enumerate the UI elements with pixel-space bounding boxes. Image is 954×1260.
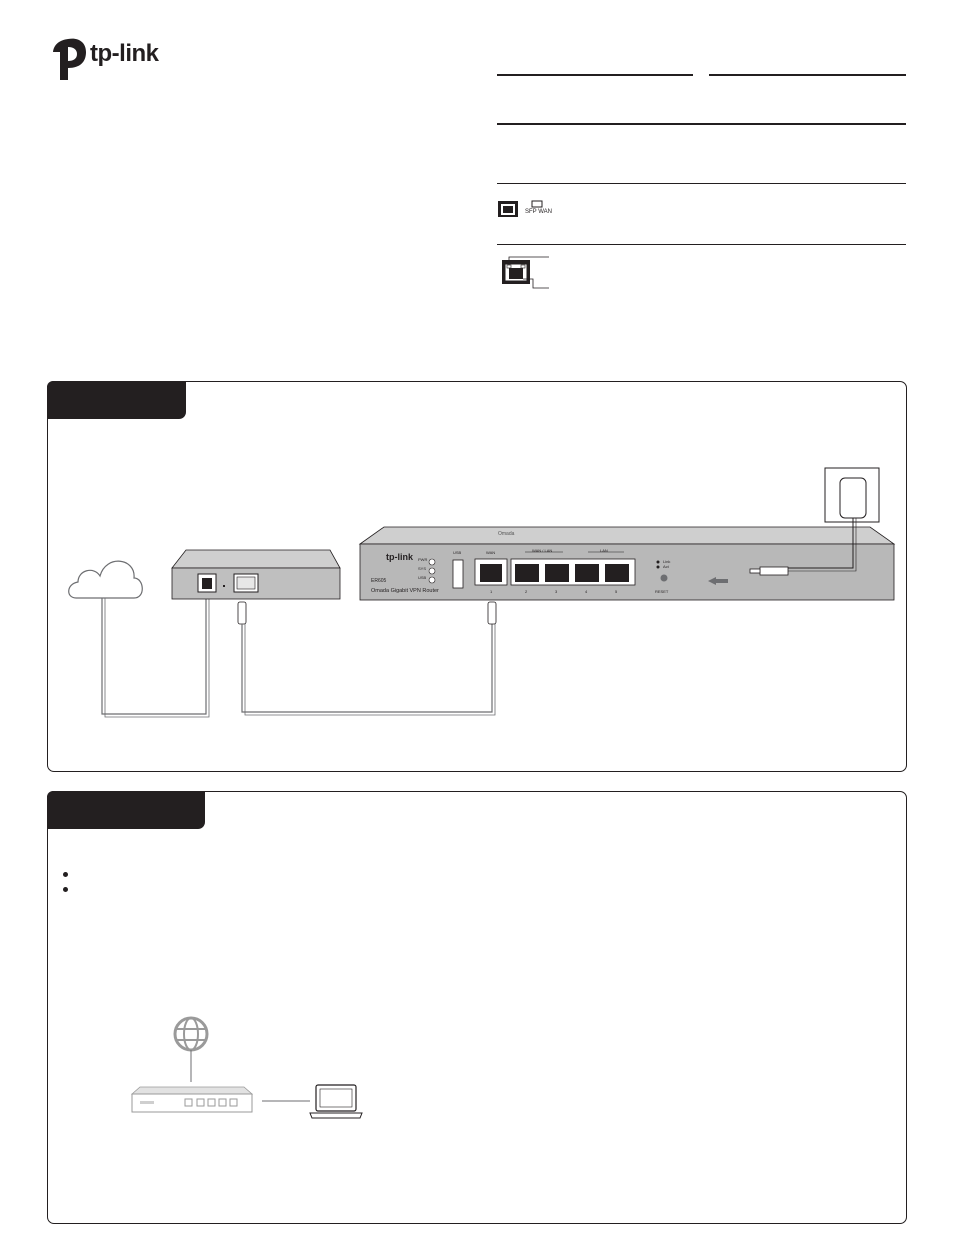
laptop-icon (309, 1084, 363, 1119)
legend-link: Link (663, 559, 671, 564)
ethernet-row (499, 255, 551, 291)
section-tab (47, 381, 186, 419)
port-number: 2 (525, 589, 528, 594)
reset-label: RESET (655, 589, 669, 594)
ethernet-port-icon (502, 256, 549, 289)
bullet-point (63, 887, 68, 892)
power-adapter-icon (749, 467, 880, 576)
port-number: 1 (490, 589, 493, 594)
hardware-connection-section: tp-link Omada ER605 Omada Gigabit VPN Ro… (47, 381, 907, 772)
led-label-sys: SYS (418, 566, 427, 571)
cloud-icon (68, 560, 143, 599)
brand-name: tp-link (90, 40, 159, 67)
router-icon (358, 526, 896, 601)
section-tab (47, 791, 205, 829)
table-rule (497, 74, 693, 76)
router-brand: tp-link (386, 552, 413, 562)
usb-label: USB (453, 550, 462, 555)
wan-cable (101, 582, 207, 715)
arrow-icon (708, 577, 728, 585)
router-description: Omada Gigabit VPN Router (371, 588, 439, 594)
led-label-pwr: PWR (418, 557, 428, 562)
sfp-row: SFP WAN (497, 198, 557, 220)
sfp-label: SFP WAN (525, 209, 553, 215)
configuration-section (47, 791, 907, 1224)
port-number: 4 (585, 589, 588, 594)
wan-label: WAN (486, 550, 496, 555)
router-model: ER605 (371, 578, 387, 584)
led-label-usb: USB (418, 575, 427, 580)
cable-plug (487, 601, 497, 625)
topology-diagram (130, 1016, 363, 1119)
port-number: 3 (555, 589, 558, 594)
port-number: 5 (615, 589, 618, 594)
table-rule (497, 183, 906, 184)
table-rule (709, 74, 906, 76)
omada-mark: Omada (498, 531, 515, 537)
lan-cable (241, 624, 493, 713)
cable-plug (237, 601, 247, 625)
wanlan-label: WAN / LAN (532, 548, 553, 553)
globe-icon (173, 1016, 209, 1052)
tp-link-logo: tp-link (44, 38, 174, 82)
legend-act: Act (663, 564, 669, 569)
bullet-point (63, 872, 68, 877)
router-small-icon (130, 1086, 254, 1113)
tp-link-logo-icon (46, 38, 86, 80)
connection-diagram (68, 467, 896, 718)
table-rule (497, 123, 906, 125)
sfp-port-icon (498, 200, 543, 217)
modem-icon (171, 549, 341, 600)
table-rule (497, 244, 906, 245)
lan-label: LAN (600, 548, 608, 553)
